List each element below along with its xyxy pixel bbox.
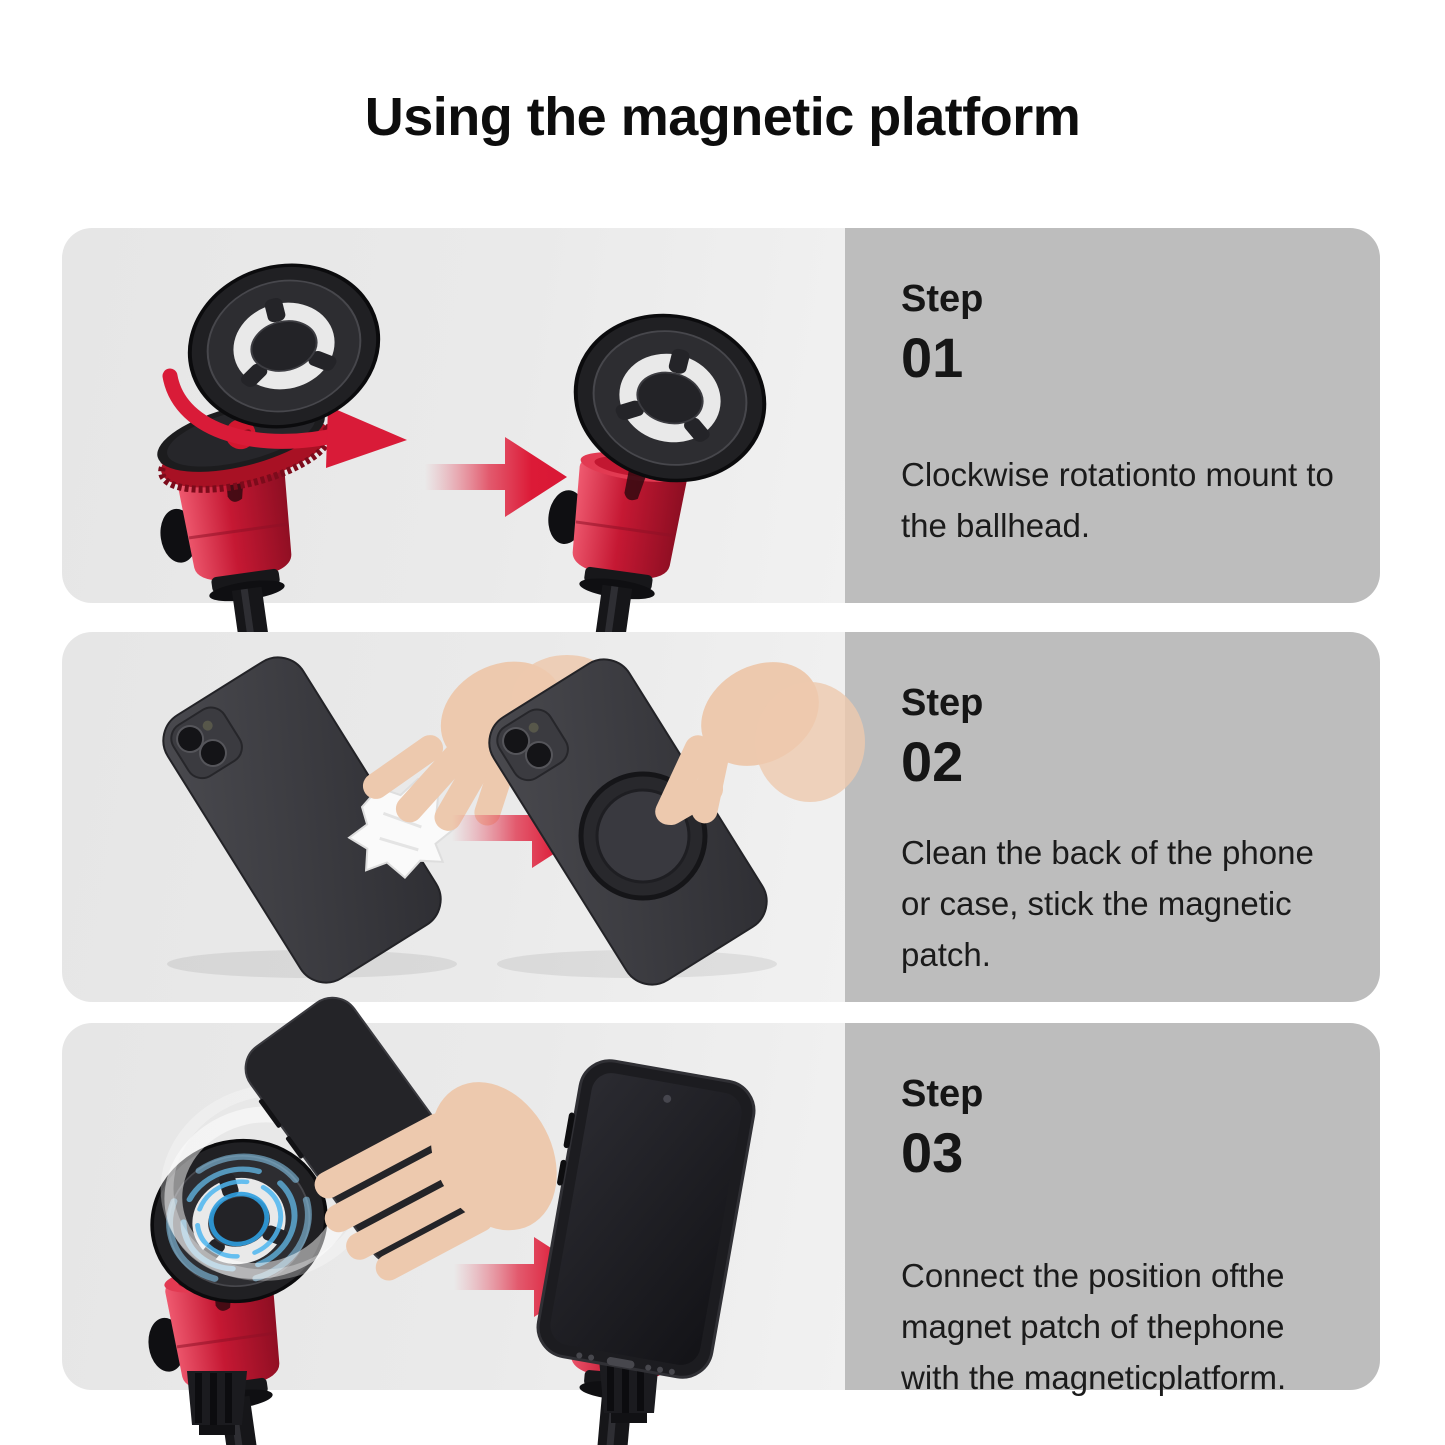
step-description: Clockwise rotationto mount to the ballhe… [901,455,1334,545]
pinching-hand [655,662,865,825]
step-row-2: Step 02 Clean the back of the phone or c… [62,632,1380,1002]
step2-illustration [151,645,865,997]
step-number: 01 [901,325,964,389]
step-number: 02 [901,729,964,793]
step-row-3: Step 03 Connect the position ofthe magne… [62,996,1380,1445]
magnetic-field-glow-icon [160,1084,380,1285]
step2-text-panel: Step 02 Clean the back of the phone or c… [845,632,1380,1002]
phone-with-patch-illustration [477,647,865,997]
step2-illustration-panel [62,632,865,1002]
step-description: Connect the position ofthe magnet patch … [901,1256,1287,1397]
step1-illustration-panel [62,228,845,681]
hand-holding-phone-illustration [244,996,557,1281]
step1-illustration [150,243,784,681]
step-label: Step [901,1073,984,1115]
phone-mounted-illustration [532,1059,756,1445]
step3-text-panel: Step 03 Connect the position ofthe magne… [845,1023,1380,1396]
step3-illustration [131,996,756,1445]
step1-text-panel: Step 01 Clockwise rotationto mount to th… [845,228,1380,603]
step-description: Clean the back of the phone or case, sti… [901,833,1314,974]
step-label: Step [901,278,984,320]
mounted-ballhead-illustration [528,293,784,676]
glowing-platform-illustration [131,1084,380,1445]
step-label: Step [901,682,984,724]
step-number: 03 [901,1120,964,1184]
forward-arrow-icon [425,437,567,517]
step-row-1: Step 01 Clockwise rotationto mount to th… [62,228,1380,681]
rotation-arrow-icon [162,368,407,468]
page-title: Using the magnetic platform [364,87,1081,147]
step3-illustration-panel [62,996,845,1445]
